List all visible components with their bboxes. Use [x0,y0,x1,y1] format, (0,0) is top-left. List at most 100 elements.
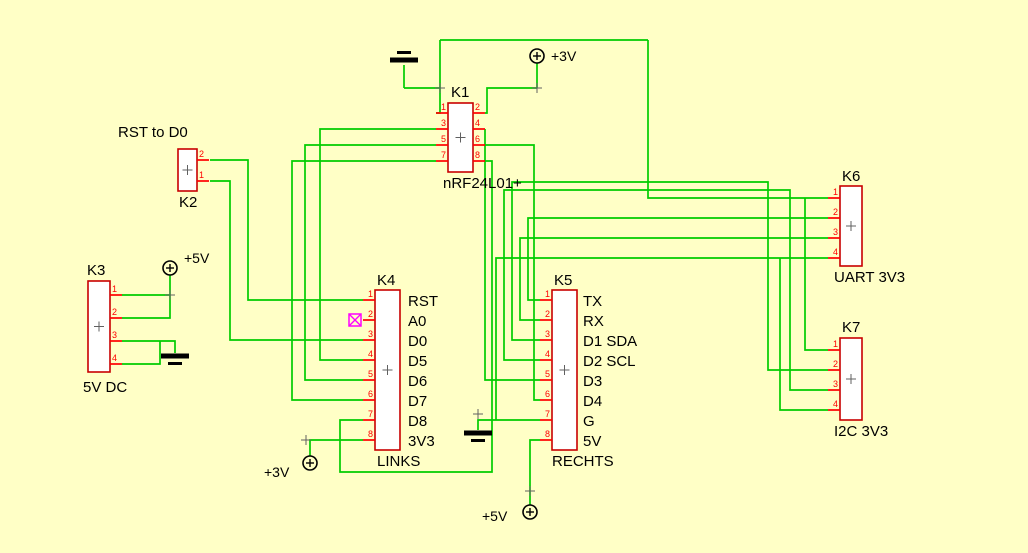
connector-K5-value-label: RECHTS [552,453,614,470]
pin-number: 3 [112,330,117,340]
gnd-symbol[interactable] [390,57,418,63]
wire[interactable] [527,217,828,301]
wire[interactable] [519,237,828,321]
pin-label: G [583,413,595,430]
wire[interactable] [309,439,363,456]
power-label: +3V [551,48,577,64]
wire[interactable] [804,198,828,351]
wire[interactable] [485,144,540,401]
pin-number: 3 [545,329,550,339]
pin-number: 1 [112,284,117,294]
connector-K6-ref-label: K6 [842,168,860,185]
pin-number: 4 [112,353,117,363]
pin-label: A0 [408,313,426,330]
pin-number: 4 [545,349,550,359]
pin-label: RST [408,293,438,310]
wire[interactable] [503,189,828,391]
pin-label: D7 [408,393,427,410]
power-label: +5V [482,508,508,524]
vcc-symbol[interactable] [522,504,538,520]
pin-number: 2 [833,207,838,217]
pin-number: 8 [368,429,373,439]
gnd-symbol[interactable] [161,353,189,359]
wire[interactable] [495,257,828,420]
pin-number: 1 [368,289,373,299]
connector-K6-value-label: UART 3V3 [834,269,905,286]
wire[interactable] [484,129,540,381]
wire[interactable] [529,439,540,505]
pin-number: 3 [833,379,838,389]
wire[interactable] [477,419,540,430]
wire[interactable] [779,258,828,411]
pin-number: 2 [545,309,550,319]
pin-number: 3 [441,118,446,128]
pin-label: RX [583,313,604,330]
gnd-symbol-bar [168,362,182,365]
vcc-symbol[interactable] [302,455,318,471]
pin-label: D8 [408,413,427,430]
pin-number: 6 [475,134,480,144]
wire[interactable] [647,40,828,199]
pin-number: 8 [475,150,480,160]
pin-number: 7 [545,409,550,419]
wire[interactable] [210,180,363,341]
wire[interactable] [319,128,436,361]
wire[interactable] [485,87,537,114]
pin-number: 7 [368,409,373,419]
no-connect-marker [348,313,362,327]
pin-number: 5 [545,369,550,379]
wire[interactable] [122,295,171,319]
pin-label: 5V [583,433,601,450]
pin-number: 2 [112,307,117,317]
pin-number: 4 [368,349,373,359]
connector-K7-value-label: I2C 3V3 [834,423,888,440]
vcc-symbol[interactable] [529,48,545,64]
pin-number: 2 [199,149,204,159]
pin-label: D2 SCL [583,353,636,370]
gnd-symbol-bar [397,51,411,54]
wire[interactable] [304,144,436,381]
pin-label: D0 [408,333,427,350]
pin-number: 3 [368,329,373,339]
connector-K7-ref-label: K7 [842,319,860,336]
wire[interactable] [511,181,828,371]
pin-number: 3 [833,227,838,237]
pin-label: D6 [408,373,427,390]
pin-number: 4 [833,247,838,257]
pin-number: 1 [545,289,550,299]
pin-number: 4 [475,118,480,128]
pin-number: 2 [475,102,480,112]
connector-K2-value-label: RST to D0 [118,124,188,141]
pin-label: D1 SDA [583,333,637,350]
connector-K1-ref-label: K1 [451,84,469,101]
pin-number: 1 [199,170,204,180]
connector-K1-value-label: nRF24L01+ [443,175,522,192]
connector-K3-value-label: 5V DC [83,379,127,396]
connector-K2-ref-label: K2 [179,194,197,211]
pin-number: 8 [545,429,550,439]
gnd-symbol-bar [471,439,485,442]
pin-number: 1 [833,187,838,197]
connector-K3-ref-label: K3 [87,262,105,279]
pin-label: TX [583,293,602,310]
wire[interactable] [291,160,436,401]
wire[interactable] [436,40,441,114]
wire[interactable] [122,341,161,365]
pin-number: 5 [368,369,373,379]
wire[interactable] [339,160,493,473]
wire[interactable] [210,159,363,301]
pin-label: D3 [583,373,602,390]
pin-number: 6 [545,389,550,399]
no-connect-x-icon [348,313,362,327]
connector-K4-ref-label: K4 [377,272,395,289]
pin-label: D4 [583,393,602,410]
pin-label: 3V3 [408,433,435,450]
wire[interactable] [122,340,176,353]
pin-number: 1 [441,102,446,112]
pin-number: 1 [833,339,838,349]
power-label: +3V [264,464,290,480]
gnd-symbol[interactable] [464,430,492,436]
vcc-symbol[interactable] [162,260,178,276]
